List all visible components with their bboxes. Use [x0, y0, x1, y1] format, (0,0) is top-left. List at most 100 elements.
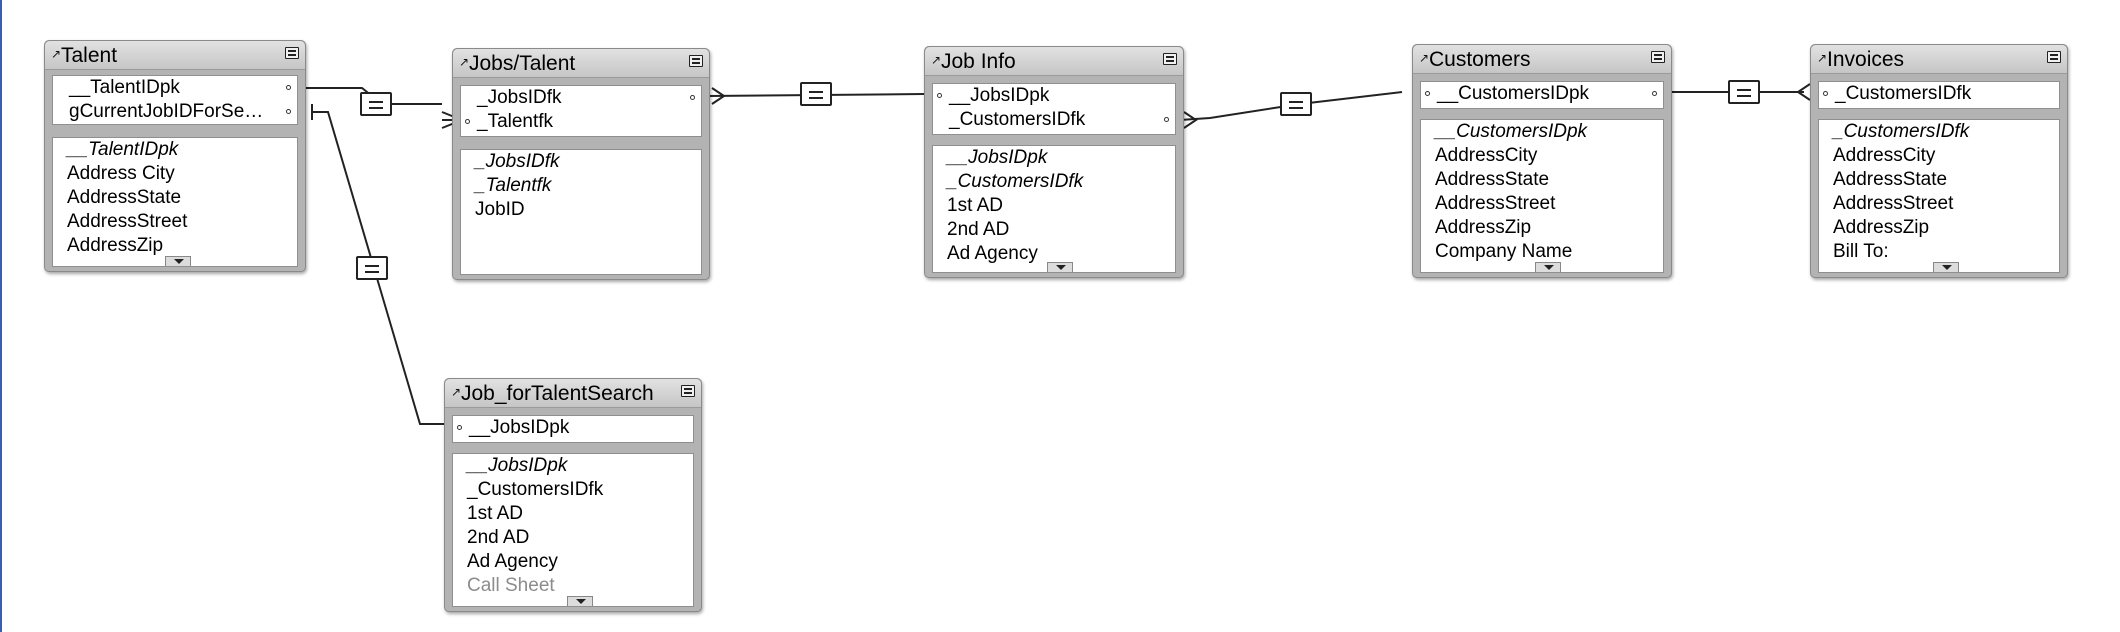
relationship-dot-icon	[1164, 117, 1169, 122]
field-row[interactable]: Call Sheet	[467, 575, 555, 596]
table-title: Talent	[61, 44, 118, 67]
crows-foot-invoices-left	[1796, 83, 1811, 101]
relationship-operator-customers-invoices[interactable]	[1728, 80, 1760, 104]
key-field-row[interactable]: __JobsIDpk	[453, 416, 693, 440]
key-fields: __JobsIDpk _CustomersIDfk	[932, 83, 1176, 135]
field-row[interactable]: __JobsIDpk	[947, 147, 1048, 168]
go-to-table-arrow-icon[interactable]: ↗	[51, 47, 62, 61]
field-row[interactable]: AddressZip	[1435, 217, 1532, 238]
field-row[interactable]: 1st AD	[947, 195, 1003, 216]
expand-fields-icon[interactable]	[1933, 262, 1959, 272]
expand-fields-icon[interactable]	[567, 596, 593, 606]
table-header[interactable]: ↗ Talent	[45, 41, 305, 70]
field-row[interactable]: __JobsIDpk	[467, 455, 568, 476]
table-header[interactable]: ↗ Job Info	[925, 47, 1183, 76]
field-row[interactable]: _CustomersIDfk	[947, 171, 1084, 192]
field-label: __JobsIDpk	[469, 417, 570, 438]
field-row[interactable]: AddressCity	[1435, 145, 1538, 166]
collapse-table-icon[interactable]	[2047, 51, 2061, 63]
field-row[interactable]: __TalentIDpk	[67, 139, 179, 160]
field-row[interactable]: Ad Agency	[467, 551, 558, 572]
field-row[interactable]: _Talentfk	[475, 175, 552, 196]
go-to-table-arrow-icon[interactable]: ↗	[1419, 51, 1430, 65]
go-to-table-arrow-icon[interactable]: ↗	[451, 385, 462, 399]
field-label: __JobsIDpk	[949, 85, 1050, 106]
field-row[interactable]: AddressState	[1435, 169, 1550, 190]
relationship-operator-jobs-talent-job-info[interactable]	[800, 82, 832, 106]
key-field-row[interactable]: _Talentfk	[461, 110, 701, 134]
collapse-table-icon[interactable]	[285, 47, 299, 59]
field-row[interactable]: 2nd AD	[467, 527, 530, 548]
key-field-row[interactable]: gCurrentJobIDForSe…	[53, 100, 297, 124]
relationship-dot-icon	[457, 425, 462, 430]
field-row[interactable]: 1st AD	[467, 503, 523, 524]
field-row[interactable]: AddressCity	[1833, 145, 1936, 166]
field-row[interactable]: AddressState	[67, 187, 182, 208]
field-row[interactable]: Ad Agency	[947, 243, 1038, 264]
field-row[interactable]: 2nd AD	[947, 219, 1010, 240]
table-occurrence-customers[interactable]: ↗ Customers __CustomersIDpk __CustomersI…	[1412, 44, 1672, 278]
relationship-dot-icon	[465, 119, 470, 124]
relationship-operator-talent-jobs-talent[interactable]	[360, 92, 392, 116]
table-title: Invoices	[1827, 48, 1905, 71]
table-title: Job_forTalentSearch	[461, 382, 654, 405]
go-to-table-arrow-icon[interactable]: ↗	[1817, 51, 1828, 65]
field-row[interactable]: Bill To:	[1833, 241, 1889, 262]
field-row[interactable]: AddressState	[1833, 169, 1948, 190]
field-list[interactable]: _CustomersIDfk AddressCity AddressState …	[1818, 119, 2060, 273]
table-occurrence-talent[interactable]: ↗ Talent __TalentIDpk gCurrentJobIDForSe…	[44, 40, 306, 272]
collapse-table-icon[interactable]	[681, 385, 695, 397]
key-fields: _CustomersIDfk	[1818, 81, 2060, 109]
relationship-operator-job-info-customers[interactable]	[1280, 92, 1312, 116]
expand-fields-icon[interactable]	[1047, 262, 1073, 272]
relationship-dot-icon	[1652, 91, 1657, 96]
key-field-row[interactable]: __JobsIDpk	[933, 84, 1175, 108]
table-header[interactable]: ↗ Jobs/Talent	[453, 49, 709, 78]
field-label: _CustomersIDfk	[949, 109, 1086, 130]
field-row[interactable]: Company Name	[1435, 241, 1573, 262]
expand-fields-icon[interactable]	[165, 256, 191, 266]
table-header[interactable]: ↗ Job_forTalentSearch	[445, 379, 701, 408]
collapse-table-icon[interactable]	[689, 55, 703, 67]
field-row[interactable]: __CustomersIDpk	[1435, 121, 1588, 142]
table-header[interactable]: ↗ Invoices	[1811, 45, 2067, 74]
key-fields: __CustomersIDpk	[1420, 81, 1664, 109]
collapse-table-icon[interactable]	[1163, 53, 1177, 65]
field-list[interactable]: __JobsIDpk _CustomersIDfk 1st AD 2nd AD …	[452, 453, 694, 607]
field-row[interactable]: AddressZip	[1833, 217, 1930, 238]
expand-fields-icon[interactable]	[1535, 262, 1561, 272]
table-occurrence-invoices[interactable]: ↗ Invoices _CustomersIDfk _CustomersIDfk…	[1810, 44, 2068, 278]
field-label: _Talentfk	[477, 111, 554, 132]
field-list[interactable]: __CustomersIDpk AddressCity AddressState…	[1420, 119, 1664, 273]
table-occurrence-job-info[interactable]: ↗ Job Info __JobsIDpk _CustomersIDfk __J…	[924, 46, 1184, 278]
relationship-operator-talent-job-for-talent-search[interactable]	[356, 256, 388, 280]
field-list[interactable]: __JobsIDpk _CustomersIDfk 1st AD 2nd AD …	[932, 145, 1176, 273]
table-title: Jobs/Talent	[469, 52, 576, 75]
table-occurrence-job-for-talent-search[interactable]: ↗ Job_forTalentSearch __JobsIDpk __JobsI…	[444, 378, 702, 612]
key-fields: __TalentIDpk gCurrentJobIDForSe…	[52, 75, 298, 125]
key-field-row[interactable]: _JobsIDfk	[461, 86, 701, 110]
field-list[interactable]: _JobsIDfk _Talentfk JobID	[460, 149, 702, 275]
field-row[interactable]: _CustomersIDfk	[467, 479, 604, 500]
field-row[interactable]: AddressZip	[67, 235, 164, 256]
key-field-row[interactable]: __CustomersIDpk	[1421, 82, 1663, 106]
field-row[interactable]: JobID	[475, 199, 525, 220]
key-field-row[interactable]: _CustomersIDfk	[933, 108, 1175, 132]
table-occurrence-jobs-talent[interactable]: ↗ Jobs/Talent _JobsIDfk _Talentfk _JobsI…	[452, 48, 710, 280]
field-row[interactable]: Address City	[67, 163, 175, 184]
go-to-table-arrow-icon[interactable]: ↗	[931, 53, 942, 67]
key-field-row[interactable]: __TalentIDpk	[53, 76, 297, 100]
collapse-table-icon[interactable]	[1651, 51, 1665, 63]
relationship-dot-icon	[286, 109, 291, 114]
table-header[interactable]: ↗ Customers	[1413, 45, 1671, 74]
field-label: __TalentIDpk	[69, 77, 180, 98]
field-row[interactable]: AddressStreet	[1435, 193, 1556, 214]
field-row[interactable]: AddressStreet	[1833, 193, 1954, 214]
key-field-row[interactable]: _CustomersIDfk	[1819, 82, 2059, 106]
go-to-table-arrow-icon[interactable]: ↗	[459, 55, 470, 69]
field-row[interactable]: AddressStreet	[67, 211, 188, 232]
field-row[interactable]: _CustomersIDfk	[1833, 121, 1970, 142]
field-row[interactable]: _JobsIDfk	[475, 151, 560, 172]
field-list[interactable]: __TalentIDpk Address City AddressState A…	[52, 137, 298, 267]
